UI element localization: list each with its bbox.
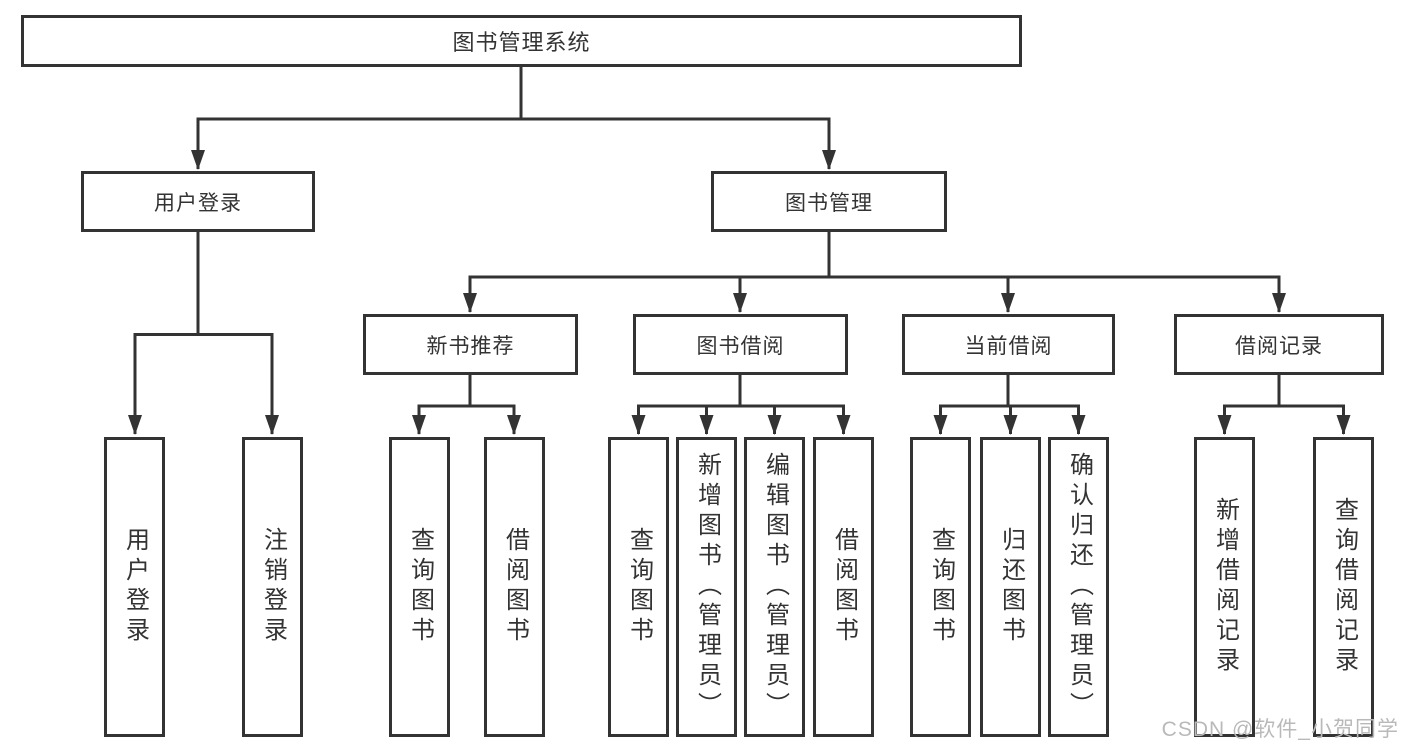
leaf-user-login: 用户登录 (104, 437, 165, 737)
connector-root-to-level2 (191, 67, 836, 170)
node-user-login: 用户登录 (81, 171, 315, 232)
node-book-management: 图书管理 (711, 171, 947, 232)
leaf-query-borrow-record: 查询借阅记录 (1313, 437, 1374, 737)
node-current-borrow: 当前借阅 (902, 314, 1115, 375)
leaf-borrow-query-books: 查询图书 (608, 437, 669, 737)
node-borrow-records: 借阅记录 (1174, 314, 1384, 375)
leaf-recommend-borrow-books: 借阅图书 (484, 437, 545, 737)
leaf-logout: 注销登录 (242, 437, 303, 737)
connector-new-book-recommend-to-leaves (412, 375, 521, 435)
leaf-current-query-books: 查询图书 (910, 437, 971, 737)
leaf-return-books: 归还图书 (980, 437, 1041, 737)
node-book-borrow: 图书借阅 (633, 314, 848, 375)
csdn-watermark: CSDN @软件_小贺同学 (1161, 718, 1399, 741)
node-new-book-recommend: 新书推荐 (363, 314, 578, 375)
connector-borrow-records-to-leaves (1217, 375, 1351, 435)
connector-book-borrow-to-leaves (631, 375, 851, 435)
leaf-recommend-query-books: 查询图书 (389, 437, 450, 737)
leaf-confirm-return-admin: 确认归还（管理员） (1048, 437, 1109, 737)
leaf-add-borrow-record: 新增借阅记录 (1194, 437, 1255, 737)
connector-user-login-to-leaves (128, 232, 279, 435)
connector-book-mgmt-to-sections (463, 232, 1286, 313)
node-system-root: 图书管理系统 (21, 15, 1022, 67)
connector-current-borrow-to-leaves (933, 375, 1086, 435)
leaf-add-books-admin: 新增图书（管理员） (676, 437, 737, 737)
leaf-borrow-books: 借阅图书 (813, 437, 874, 737)
leaf-edit-books-admin: 编辑图书（管理员） (744, 437, 805, 737)
